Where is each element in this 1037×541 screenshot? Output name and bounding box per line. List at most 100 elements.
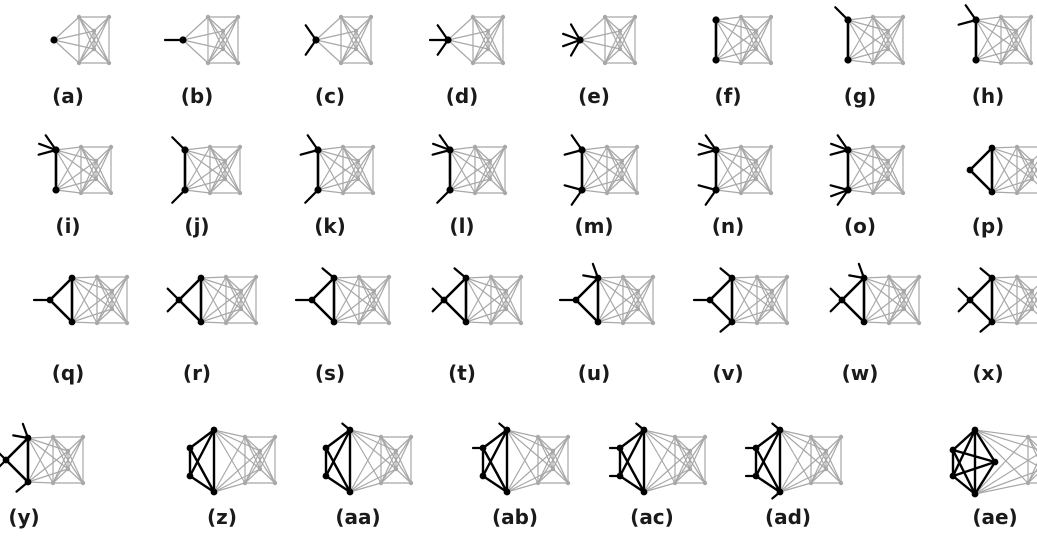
base-node [1025, 434, 1031, 440]
vertex [479, 444, 487, 452]
base-edge [1000, 48, 1017, 64]
base-node [108, 144, 114, 150]
attach-edge [55, 149, 97, 180]
attach-edge [317, 146, 344, 151]
base-node [535, 480, 541, 486]
attach-edge [863, 276, 890, 279]
base-node [353, 28, 359, 34]
attach-edge [315, 16, 342, 41]
base-node [635, 288, 641, 294]
base-node [885, 46, 891, 52]
base-node [94, 320, 100, 326]
base-node [885, 176, 891, 182]
attach-edge [447, 39, 474, 64]
vertex [314, 146, 322, 154]
attach-edge [182, 39, 224, 50]
base-edge [224, 146, 241, 162]
base-node [768, 190, 774, 196]
base-edge [1027, 436, 1037, 458]
base-edge [1031, 290, 1037, 304]
base-node [1028, 60, 1034, 66]
base-node [393, 448, 399, 454]
attach-edge [991, 147, 1033, 180]
base-edge [207, 16, 224, 32]
base-node [620, 274, 626, 280]
base-edge [209, 178, 226, 194]
highlight-edge [481, 428, 509, 478]
highlight-edge [188, 428, 216, 478]
attach-edge [213, 482, 246, 493]
base-node [338, 60, 344, 66]
highlight-edge [4, 458, 30, 484]
base-edge [111, 276, 128, 292]
attach-edge [213, 468, 261, 493]
base-node [535, 434, 541, 440]
base-node [672, 434, 678, 440]
base-edge [380, 468, 397, 484]
vertex [838, 296, 846, 304]
attach-edge [643, 429, 691, 452]
base-edge [342, 146, 359, 162]
base-edge [93, 16, 110, 32]
vertex [594, 318, 602, 326]
attach-edge [200, 277, 242, 292]
attach-edge [317, 149, 359, 180]
panel-caption: (s) [315, 361, 345, 385]
panel-caption: (j) [184, 214, 209, 238]
attach-edge [847, 48, 889, 61]
highlight-edge [708, 298, 734, 324]
base-node [356, 274, 362, 280]
base-node [687, 466, 693, 472]
attach-edge [53, 39, 80, 64]
base-edge [240, 290, 257, 324]
base-node [1029, 288, 1035, 294]
vertex [594, 274, 602, 282]
panel-caption: (b) [181, 84, 214, 108]
vertex [503, 426, 511, 434]
base-edge [1016, 276, 1033, 292]
vertex [503, 488, 511, 496]
base-edge [621, 146, 638, 180]
panel-aa: (aa) [322, 422, 414, 529]
highlight-edge [324, 474, 352, 494]
base-node [238, 306, 244, 312]
attach-edge [991, 147, 1033, 162]
attach-edge [506, 436, 539, 493]
base-node [222, 158, 228, 164]
base-node [355, 176, 361, 182]
vertex [52, 186, 60, 194]
base-edge [93, 16, 110, 50]
panel-o: (o) [829, 134, 906, 238]
vertex [330, 318, 338, 326]
vertex [572, 296, 580, 304]
attach-edge [71, 277, 113, 310]
base-edge [637, 308, 654, 324]
highlight-edge [951, 448, 997, 464]
vertex [728, 274, 736, 282]
attach-edge [447, 30, 489, 41]
base-edge [1027, 462, 1037, 484]
base-edge [395, 450, 412, 484]
vertex [578, 186, 586, 194]
vertex [988, 274, 996, 282]
attach-edge [847, 189, 874, 194]
attach-edge [974, 454, 1037, 495]
base-edge [1031, 160, 1037, 174]
base-edge [1015, 30, 1032, 64]
attach-edge [581, 146, 608, 151]
base-node [503, 306, 509, 312]
vertex [46, 296, 54, 304]
base-edge [111, 276, 128, 310]
attach-edge [847, 178, 889, 191]
attach-edge [27, 437, 69, 470]
highlight-edge [188, 428, 216, 450]
base-node [386, 274, 392, 280]
attach-edge [991, 276, 1018, 323]
base-edge [209, 160, 226, 194]
base-edge [357, 160, 374, 194]
attach-edge [333, 290, 375, 323]
attach-edge [579, 30, 621, 41]
base-edge [1027, 468, 1037, 484]
base-edge [80, 178, 97, 194]
